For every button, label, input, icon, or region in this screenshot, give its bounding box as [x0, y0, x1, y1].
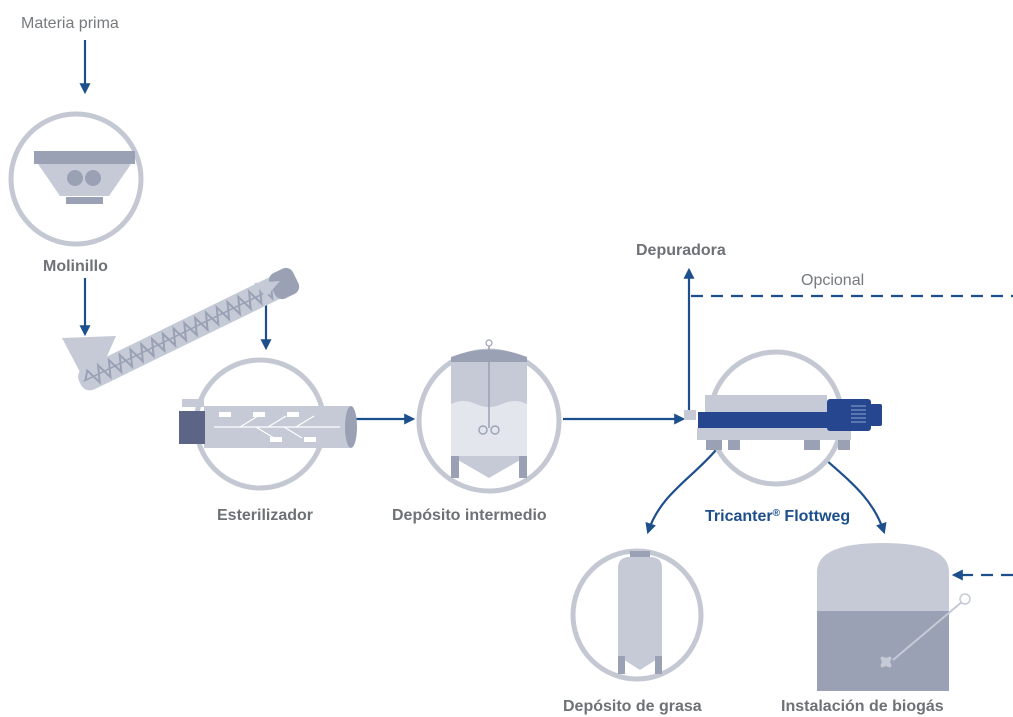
label-depuradora: Depuradora: [636, 242, 726, 259]
stirrer-blade-icon: [478, 425, 488, 435]
motor-vents: [851, 405, 866, 423]
tricanter-motor: [827, 399, 871, 431]
conveyor-motor: [268, 267, 300, 300]
tricanter-foot: [838, 440, 850, 450]
sterilizer-paddles: [219, 412, 316, 442]
grease-tank-lid: [630, 551, 650, 557]
tricanter-outlet-left: [706, 440, 722, 450]
screw-conveyor: [62, 267, 300, 391]
tricanter-bowl: [698, 412, 828, 430]
esterilizador-unit: [179, 357, 357, 491]
sterilizer-drive-top: [182, 399, 204, 407]
biogas-dome: [817, 543, 949, 611]
stirrer-top-icon: [485, 339, 493, 347]
tricanter-name: Tricanter: [705, 508, 773, 525]
label-esterilizador: Esterilizador: [217, 507, 314, 524]
label-opcional: Opcional: [801, 272, 865, 289]
label-biogas: Instalación de biogás: [781, 698, 944, 715]
deposito-intermedio-unit: [416, 339, 562, 494]
tank-leg-right: [519, 456, 527, 478]
hopper-rim: [34, 151, 135, 164]
sterilizer-drive: [179, 411, 205, 444]
tricanter-base: [697, 428, 851, 440]
mill-roller-left: [67, 170, 83, 186]
grease-tank-body: [618, 557, 662, 656]
molinillo-unit: [8, 111, 144, 247]
conveyor-outlet: [254, 281, 280, 297]
grease-tank-leg-right: [655, 656, 662, 674]
conveyor-axis: [83, 281, 288, 382]
tricanter-outlet-mid: [728, 440, 740, 450]
arrow-tricanter-to-grasa: [645, 449, 717, 535]
mill-roller-right: [85, 170, 101, 186]
sterilizer-internals: [214, 415, 340, 439]
grease-tank-leg-left: [618, 656, 625, 674]
mill-outlet: [66, 197, 103, 204]
tricanter-cover: [705, 395, 827, 412]
biogas-digester: [817, 611, 949, 691]
tricanter-unit: [684, 349, 882, 487]
label-materia-prima: Materia prima: [21, 15, 119, 32]
tricanter-registered: ®: [772, 508, 780, 519]
label-deposito-grasa: Depósito de grasa: [563, 698, 702, 715]
hopper-body: [38, 164, 131, 196]
tricanter-feed-nozzle: [684, 410, 696, 420]
tricanter-motor-cap: [870, 404, 882, 426]
tricanter-outlet-right: [804, 440, 820, 450]
tricanter-brand: Flottweg: [784, 508, 851, 525]
biogas-unit: [817, 543, 971, 691]
grease-tank-cone: [618, 656, 662, 670]
label-deposito-intermedio: Depósito intermedio: [392, 507, 547, 524]
tank-liquid: [451, 401, 527, 456]
label-tricanter: Tricanter® Flottweg: [705, 505, 850, 526]
sterilizer-end-cap: [345, 406, 357, 448]
tank-leg-left: [451, 456, 459, 478]
optional-lines: [691, 294, 1013, 581]
biogas-mixer-shaft: [892, 600, 964, 661]
conveyor-tube-group: [78, 267, 300, 391]
label-molinillo: Molinillo: [43, 258, 108, 275]
tank-cone: [451, 456, 527, 478]
deposito-grasa-unit: [570, 548, 704, 682]
biogas-mixer-motor-icon: [959, 593, 971, 605]
